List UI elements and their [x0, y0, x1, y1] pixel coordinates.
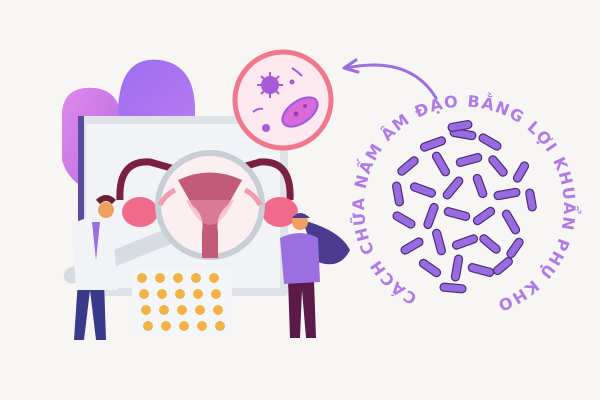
doctor-figure [72, 195, 118, 340]
patient-figure [280, 213, 350, 338]
arrow-icon [344, 63, 438, 100]
pill-blister [132, 268, 232, 336]
microscope-bubble [232, 49, 334, 151]
bacteria-cluster [392, 120, 537, 294]
uterus-diagram [116, 158, 298, 227]
